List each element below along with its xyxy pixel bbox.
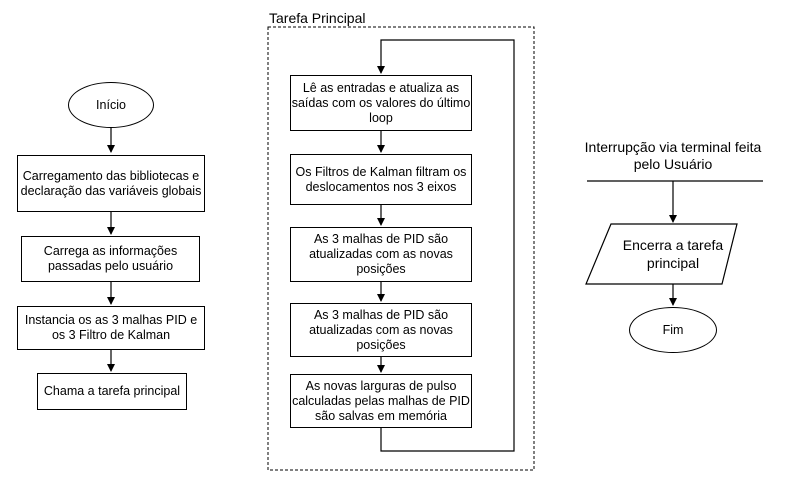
main-step-pid-update-2: As 3 malhas de PID são atualizadas com a… bbox=[290, 303, 472, 357]
left-step-load-libraries-label: Carregamento das bibliotecas e declaraçã… bbox=[20, 168, 202, 198]
left-step-load-libraries: Carregamento das bibliotecas e declaraçã… bbox=[17, 155, 205, 212]
main-step-save-pulse-widths: As novas larguras de pulso calculadas pe… bbox=[290, 374, 472, 428]
main-step-save-pulse-widths-label: As novas larguras de pulso calculadas pe… bbox=[292, 378, 470, 423]
start-terminator: Início bbox=[68, 82, 154, 128]
main-task-title: Tarefa Principal bbox=[269, 10, 366, 26]
main-step-read-inputs: Lê as entradas e atualiza as saídas com … bbox=[290, 75, 472, 131]
main-step-kalman-filter-label: Os Filtros de Kalman filtram os deslocam… bbox=[295, 164, 467, 194]
left-step-call-main-task-label: Chama a tarefa principal bbox=[43, 384, 181, 398]
main-step-kalman-filter: Os Filtros de Kalman filtram os deslocam… bbox=[290, 154, 472, 205]
main-step-read-inputs-label: Lê as entradas e atualiza as saídas com … bbox=[291, 80, 471, 125]
parallelogram-shape bbox=[585, 223, 738, 285]
main-task-frame bbox=[267, 26, 535, 471]
main-step-pid-update-2-label: As 3 malhas de PID são atualizadas com a… bbox=[309, 307, 453, 352]
left-step-instantiate-pid-kalman-label: Instancia os as 3 malhas PID e os 3 Filt… bbox=[24, 313, 198, 342]
interrupt-trigger-label: Interrupção via terminal feita pelo Usuá… bbox=[584, 139, 762, 172]
main-step-pid-update-1: As 3 malhas de PID são atualizadas com a… bbox=[290, 227, 472, 282]
start-label: Início bbox=[96, 97, 126, 112]
main-step-pid-update-1-label: As 3 malhas de PID são atualizadas com a… bbox=[309, 232, 453, 276]
interrupt-action-label: Encerra a tarefa principal bbox=[622, 237, 724, 271]
end-terminator: Fim bbox=[629, 307, 717, 353]
left-step-load-user-info-label: Carrega as informações passadas pelo usu… bbox=[43, 244, 178, 273]
loop-back-arrow bbox=[377, 39, 515, 452]
left-step-call-main-task: Chama a tarefa principal bbox=[37, 373, 187, 410]
end-label: Fim bbox=[662, 322, 684, 337]
left-step-instantiate-pid-kalman: Instancia os as 3 malhas PID e os 3 Filt… bbox=[17, 306, 205, 350]
interrupt-action: Encerra a tarefa principal bbox=[598, 224, 748, 284]
left-step-load-user-info: Carrega as informações passadas pelo usu… bbox=[21, 236, 200, 282]
